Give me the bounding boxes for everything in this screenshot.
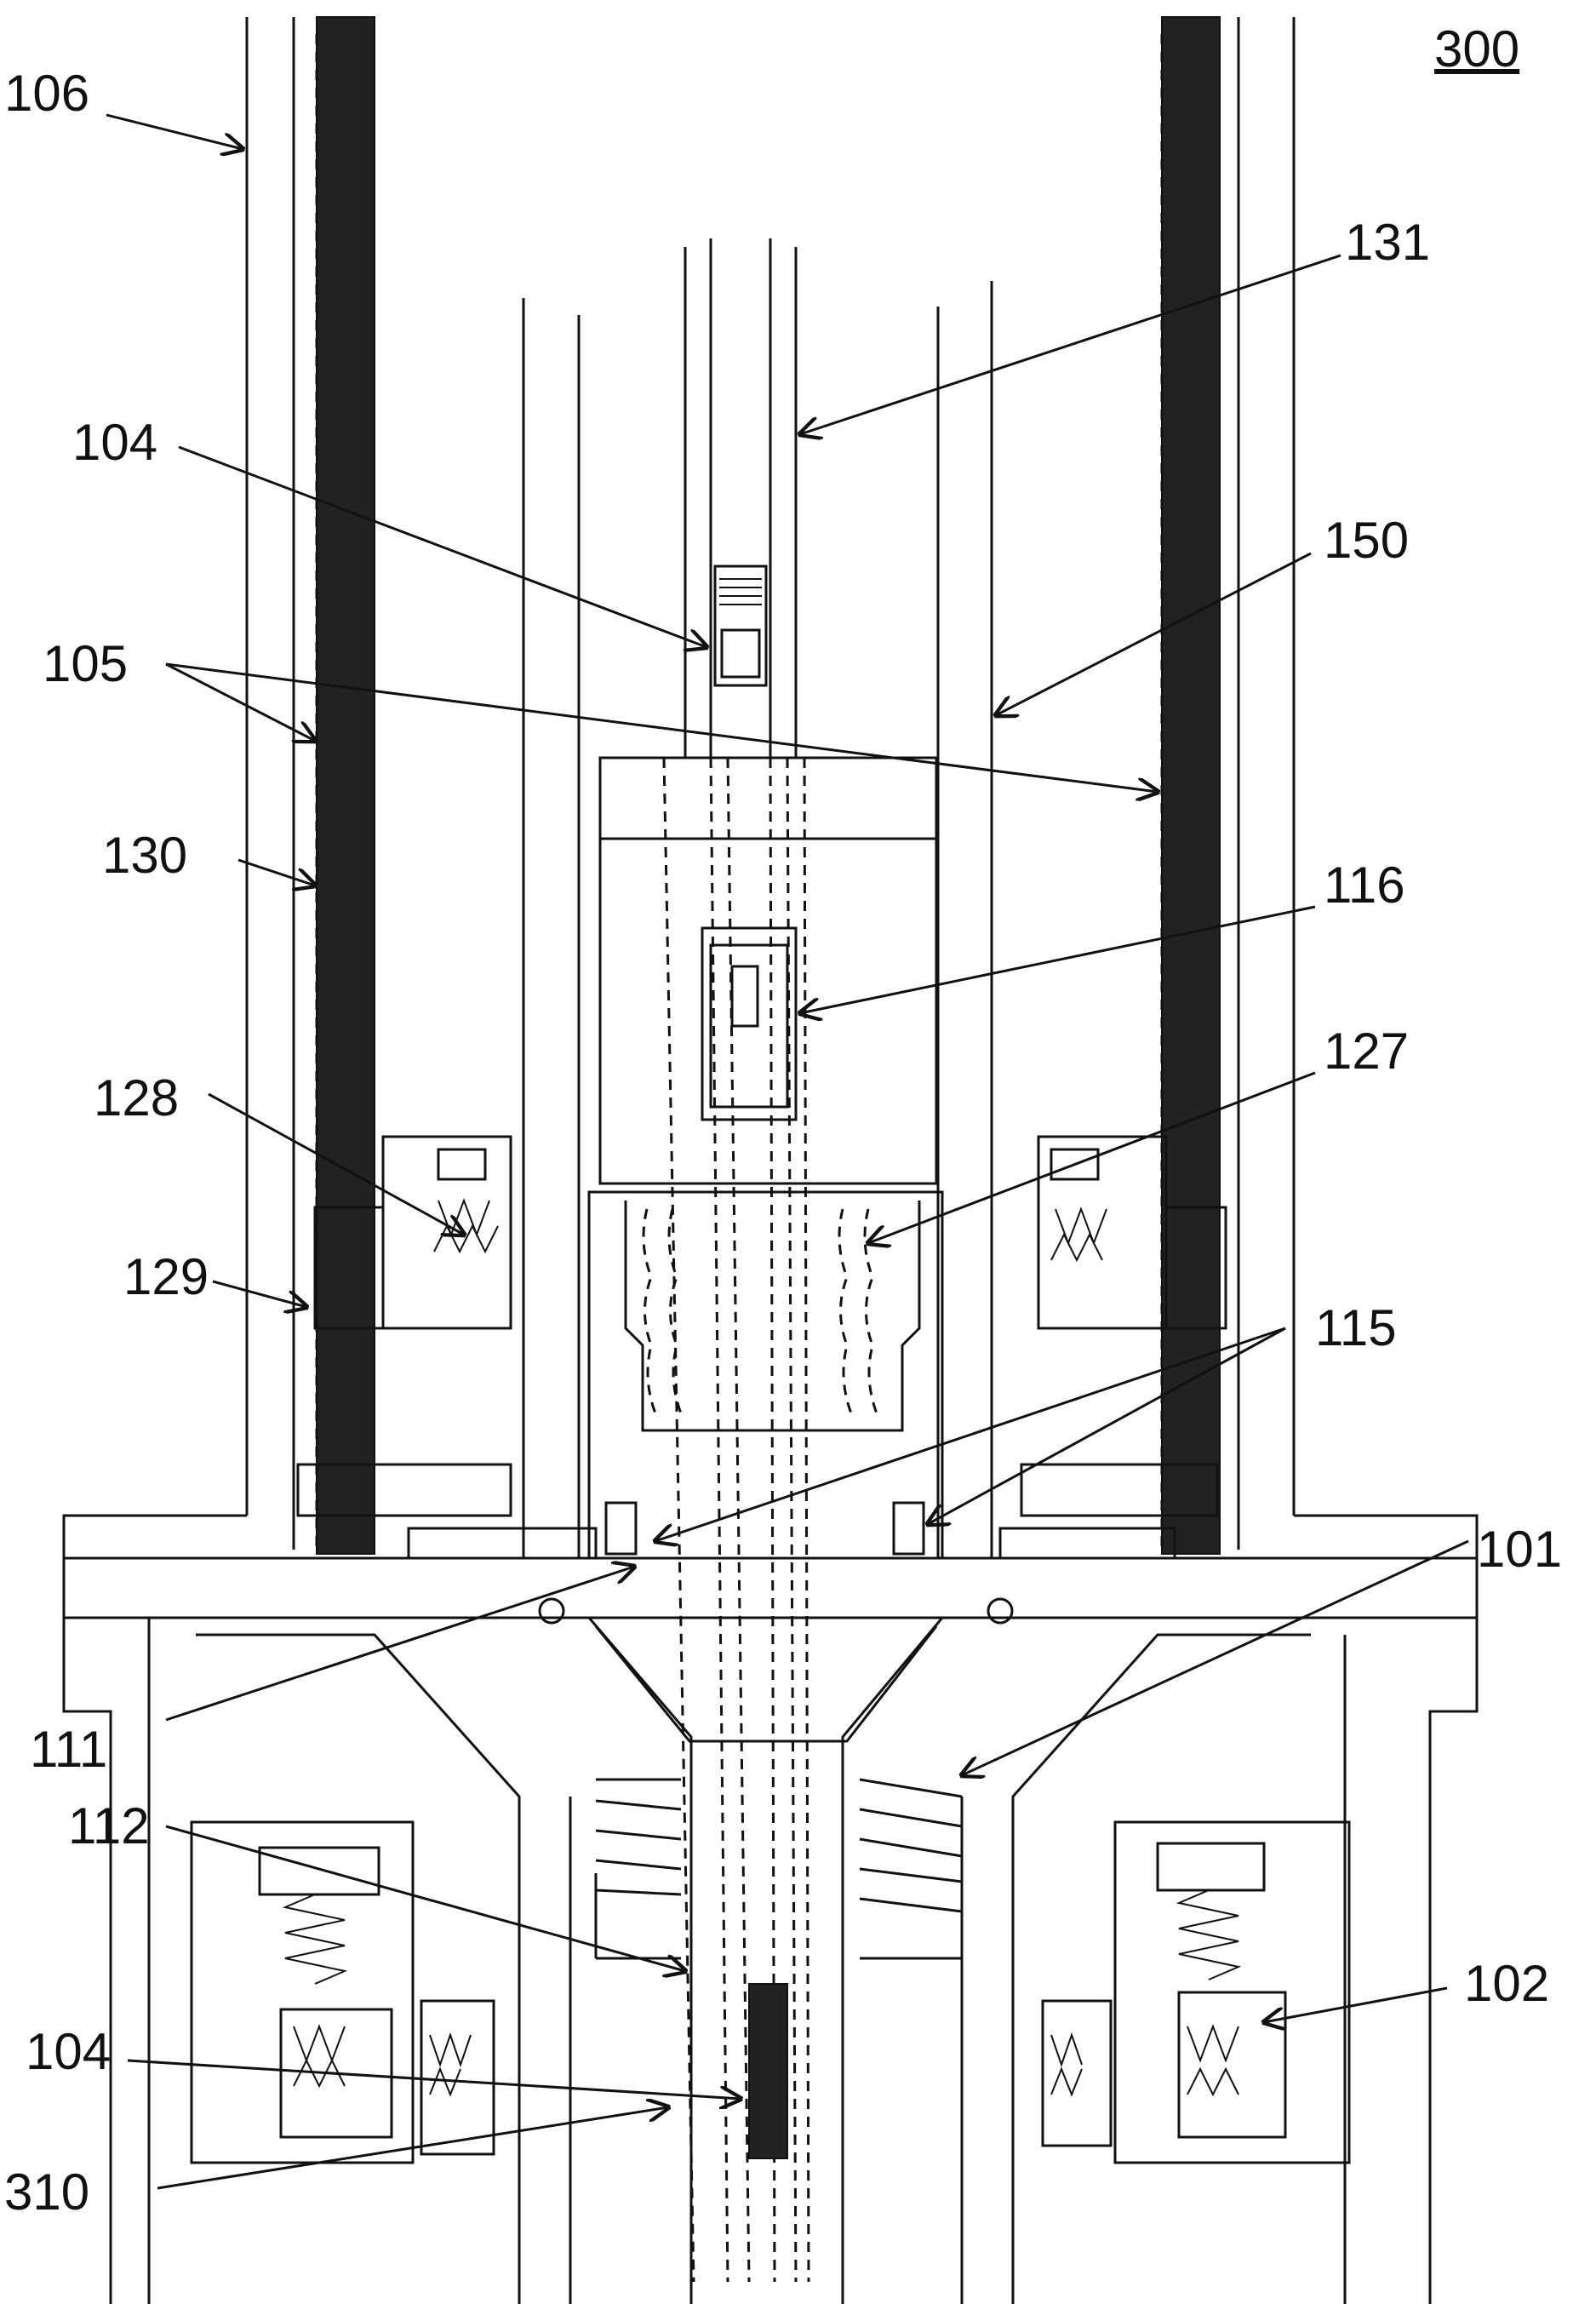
label-128: 128	[94, 1069, 179, 1126]
flange-plate	[64, 1558, 1477, 1623]
label-130: 130	[102, 827, 187, 884]
conductor-bars	[317, 17, 1220, 1554]
hatch-101-right	[860, 1780, 962, 1958]
inner-housing	[298, 281, 1217, 1558]
sensor-115-right	[894, 1503, 924, 1554]
seal-ring-left	[540, 1599, 563, 1623]
label-106: 106	[4, 65, 89, 122]
label-129: 129	[123, 1248, 209, 1305]
label-104-lower: 104	[26, 2023, 111, 2080]
element-104-lower	[749, 1984, 787, 2158]
label-115: 115	[1315, 1299, 1397, 1356]
upper-spring-housings	[315, 1137, 1226, 1328]
spring-housing-128	[383, 1137, 511, 1328]
label-310: 310	[4, 2164, 89, 2221]
label-116: 116	[1324, 857, 1405, 914]
lower-housings	[64, 1618, 1477, 2304]
seal-ring-right	[988, 1599, 1012, 1623]
label-131: 131	[1345, 214, 1430, 271]
spring-housing-right	[1038, 1137, 1166, 1328]
central-tube	[685, 238, 796, 758]
label-111: 111	[30, 1721, 107, 1778]
figure-number: 300	[1434, 20, 1519, 77]
sensor-115-left	[606, 1503, 636, 1554]
label-112: 112	[68, 1797, 150, 1854]
label-127: 127	[1324, 1023, 1409, 1080]
label-105: 105	[43, 635, 128, 692]
hatch-101-left	[596, 1780, 681, 1958]
label-102: 102	[1464, 1955, 1549, 2012]
left-conductor-bar	[317, 17, 375, 1554]
label-101: 101	[1477, 1521, 1562, 1578]
label-150: 150	[1324, 512, 1409, 569]
module-116	[702, 928, 796, 1120]
right-conductor-bar	[1162, 17, 1220, 1554]
label-104-upper: 104	[72, 414, 157, 471]
